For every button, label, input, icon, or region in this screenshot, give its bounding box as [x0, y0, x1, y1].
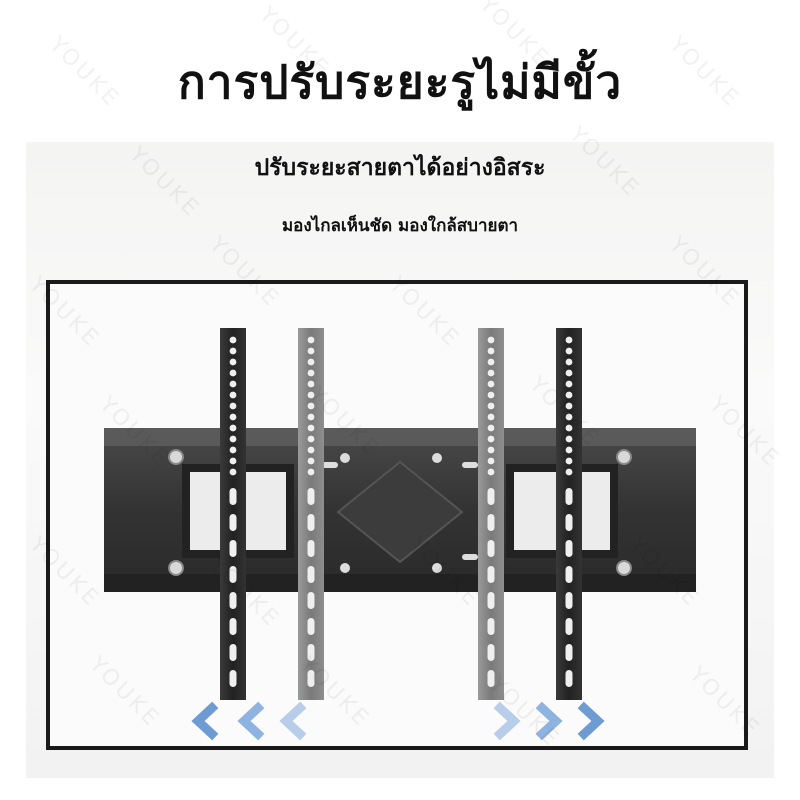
subtitle: ปรับระยะสายตาได้อย่างอิสระ: [254, 155, 546, 181]
mount-rail: [556, 328, 582, 700]
vertical-rails: [220, 328, 582, 700]
left-arrow-icon: [191, 701, 307, 741]
caption: มองไกลเห็นชัด มองใกล้สบายตา: [281, 216, 519, 236]
page-title: การปรับระยะรูไม่มีขั้ว: [177, 55, 623, 109]
right-arrow-icon: [493, 701, 605, 741]
mount-rail: [478, 328, 504, 700]
wall-plate: [104, 428, 696, 592]
mount-rail: [220, 328, 246, 700]
mount-rail: [298, 328, 324, 700]
